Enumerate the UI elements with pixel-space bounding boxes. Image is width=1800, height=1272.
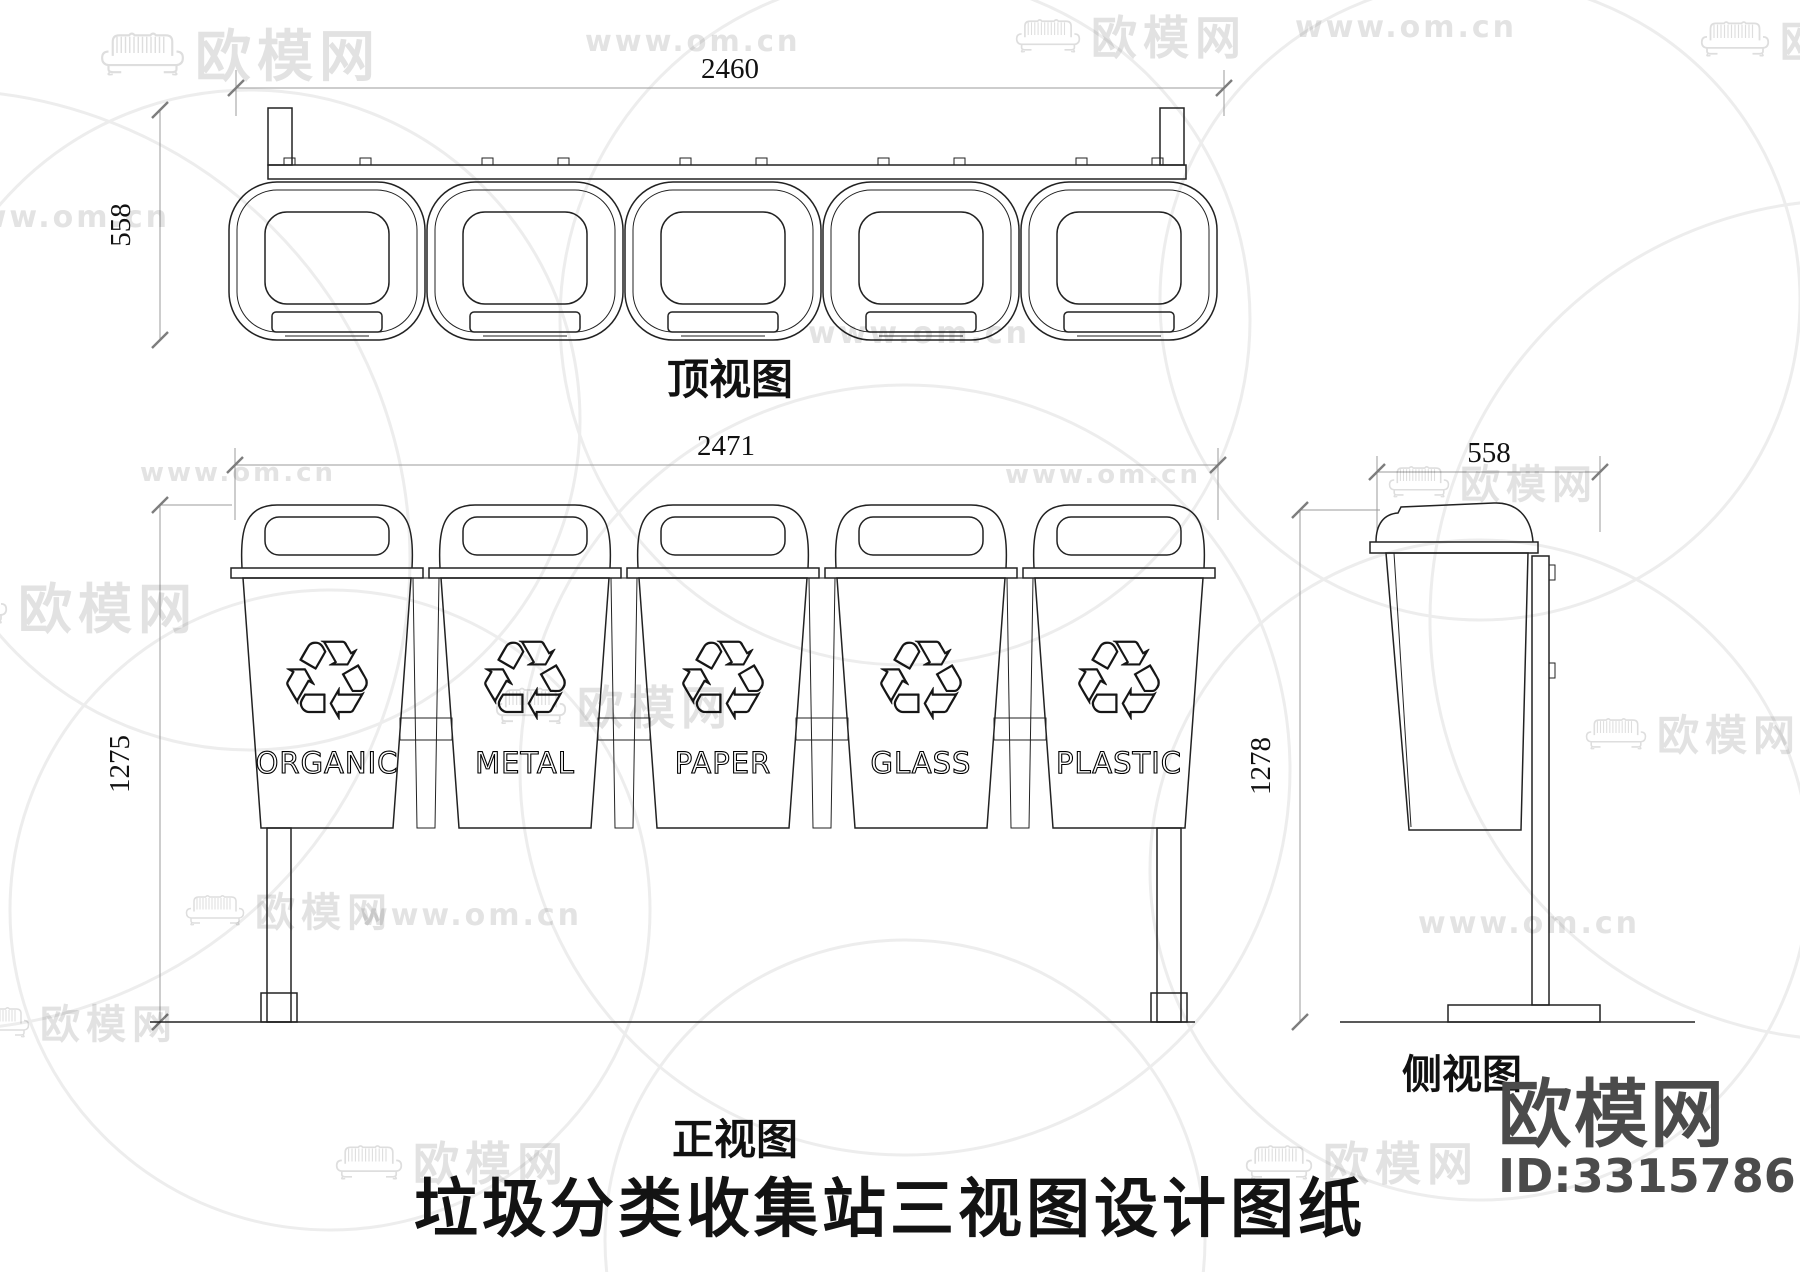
top-bin-4 [822, 181, 1020, 341]
frame-rail [597, 717, 651, 741]
arc [603, 938, 1207, 1272]
dim-text-2471: 2471 [697, 430, 755, 462]
dim-tick [1591, 463, 1609, 481]
dim-tick [1215, 79, 1233, 97]
brand-id: ID:3315786 [1498, 1149, 1796, 1204]
dim-tick [151, 496, 169, 514]
side-bin-body [1385, 552, 1529, 831]
dim-tick [1291, 1013, 1309, 1031]
side-dim-height: 1278 [1245, 501, 1380, 1031]
side-bin [1369, 502, 1539, 831]
top-view-label: 顶视图 [666, 358, 793, 404]
dim-tick [151, 331, 169, 349]
dim-tick [1209, 456, 1227, 474]
drawing-title: 垃圾分类收集站三视图设计图纸 [414, 1174, 1366, 1245]
dim-text-1275: 1275 [104, 735, 136, 793]
side-view-drawing: 558 1278 [1245, 437, 1695, 1031]
recycle-icon: ♲ [871, 617, 971, 747]
top-bin-3 [624, 181, 822, 341]
top-dim-width: 2460 [227, 53, 1233, 116]
bin-label-plastic: PLASTIC [1056, 746, 1182, 780]
side-bin-lid [1375, 502, 1534, 543]
top-bin-2 [426, 181, 624, 341]
top-rail-brackets [283, 157, 1164, 166]
side-bin-edge [1393, 552, 1412, 828]
side-post [1531, 555, 1550, 1006]
top-view-drawing: 2460 558 [105, 53, 1233, 349]
arc [8, 588, 652, 1232]
frame-post [808, 577, 836, 829]
dim-text-558: 558 [1467, 437, 1511, 469]
top-left-post [267, 107, 293, 166]
frame-post [412, 577, 440, 829]
bin-label-metal: METAL [475, 746, 575, 780]
arc [1148, 538, 1800, 1202]
front-dim-width: 2471 [226, 430, 1227, 520]
dim-tick [226, 456, 244, 474]
top-right-post [1159, 107, 1185, 166]
top-bin-5 [1020, 181, 1218, 341]
dim-tick [151, 101, 169, 119]
bin-label-organic: ORGANIC [256, 746, 399, 780]
frame-rail [795, 717, 849, 741]
frame-rail [399, 717, 453, 741]
front-legs [260, 827, 1188, 1023]
frame-post [610, 577, 638, 829]
side-stand [1340, 555, 1695, 1023]
top-rail [267, 164, 1187, 180]
arc [518, 383, 1292, 1157]
dim-tick [1368, 463, 1386, 481]
bin-label-paper: PAPER [675, 746, 771, 780]
side-view-label: 侧视图 [1402, 1052, 1522, 1097]
recycle-icon: ♲ [475, 617, 575, 747]
brand-block: 欧模网 ID:3315786 [1498, 1072, 1798, 1204]
dim-text-558: 558 [105, 203, 137, 247]
side-bin-flange [1369, 541, 1539, 554]
bin-label-glass: GLASS [871, 746, 972, 780]
dim-tick [227, 79, 245, 97]
side-post-tab [1548, 662, 1556, 679]
dim-text-2460: 2460 [701, 53, 759, 85]
front-dim-height: 1275 [104, 496, 232, 1031]
recycle-icon: ♲ [277, 617, 377, 747]
arc [1428, 201, 1800, 1039]
side-post-tab [1548, 564, 1556, 581]
side-dim-width: 558 [1368, 437, 1609, 532]
dim-tick [1291, 501, 1309, 519]
front-view-drawing: 2471 1275 [104, 430, 1227, 1031]
arc [0, 92, 412, 1028]
frame-post [1006, 577, 1034, 829]
dim-text-1278: 1278 [1245, 737, 1277, 795]
brand-logo-text: 欧模网 [1498, 1072, 1726, 1158]
recycle-icon: ♲ [673, 617, 773, 747]
frame-rail [993, 717, 1047, 741]
arc [558, 0, 1252, 667]
recycle-icon: ♲ [1069, 617, 1169, 747]
arc [1158, 0, 1800, 622]
front-view-label: 正视图 [671, 1118, 798, 1164]
arc [0, 88, 582, 752]
top-dim-depth: 558 [105, 101, 169, 349]
side-foot [1447, 1004, 1601, 1023]
top-bin-1 [228, 181, 426, 341]
